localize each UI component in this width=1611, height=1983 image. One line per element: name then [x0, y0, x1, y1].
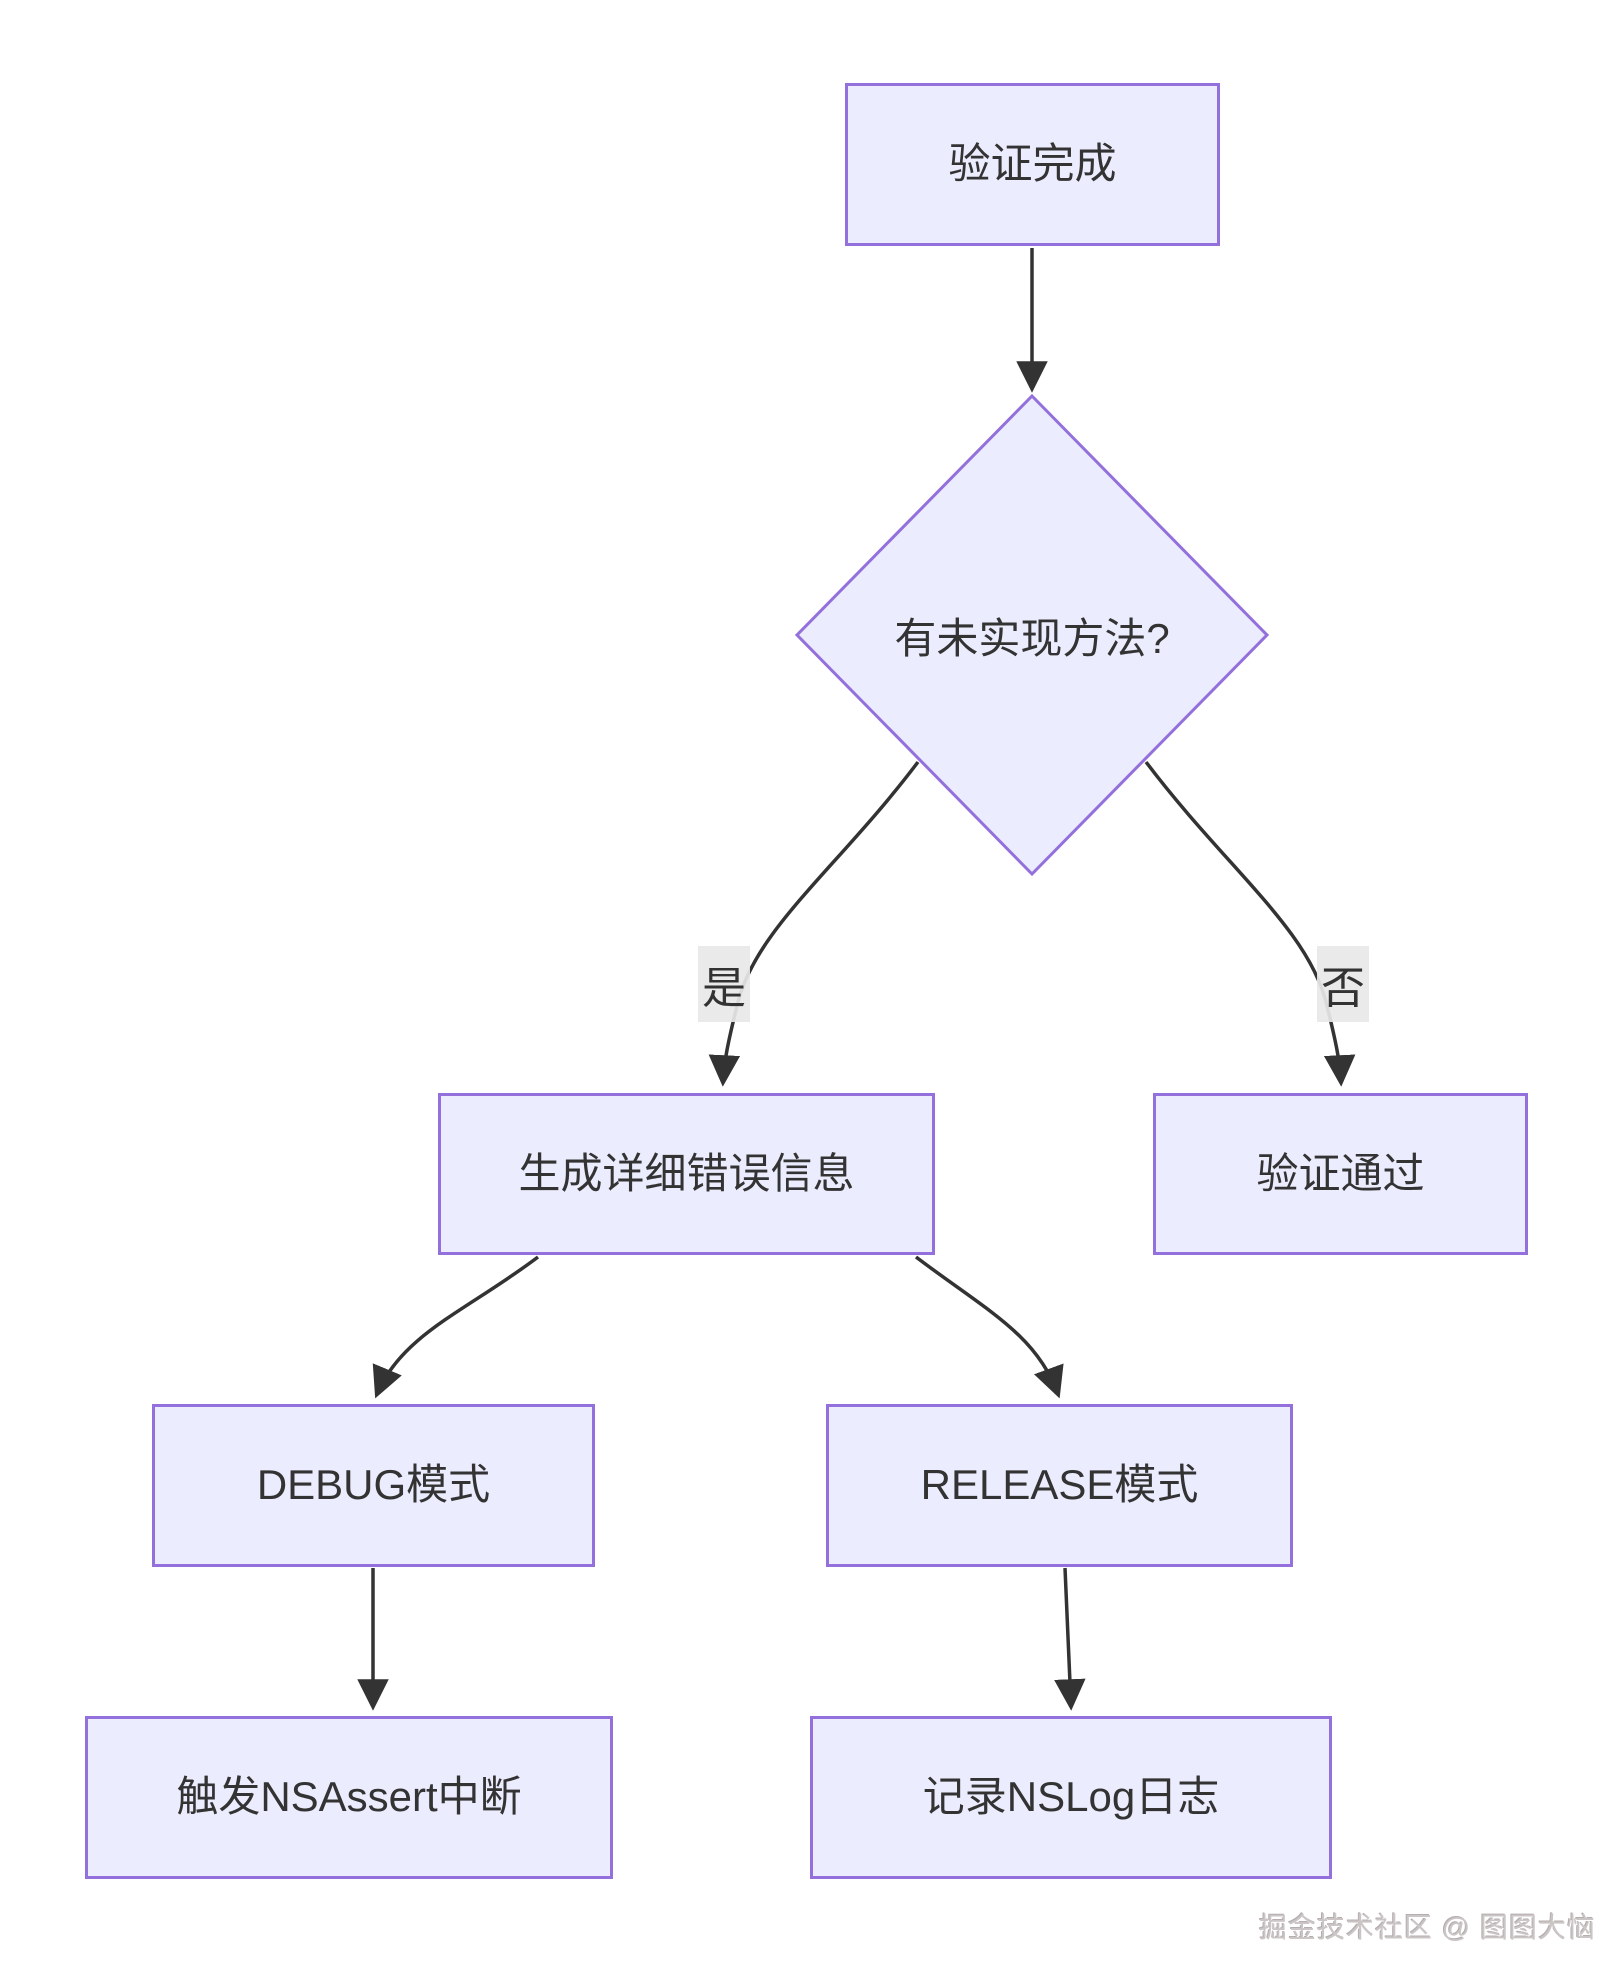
node-debug-mode: DEBUG模式 [152, 1404, 595, 1567]
edge-label-yes: 是 [698, 946, 750, 1022]
edge-label-no-text: 否 [1321, 964, 1365, 1013]
edge-label-yes-text: 是 [702, 964, 746, 1013]
edge-generate-error-to-debug [372, 1255, 540, 1399]
node-nsassert: 触发NSAssert中断 [85, 1716, 613, 1879]
node-nslog-label: 记录NSLog日志 [922, 1773, 1220, 1821]
node-decision: 有未实现方法? [832, 598, 1232, 672]
edge-decision-to-generate-error [708, 760, 920, 1087]
edge-generate-error-to-release [914, 1255, 1064, 1399]
node-start-label: 验证完成 [948, 140, 1117, 188]
node-release-mode: RELEASE模式 [826, 1404, 1293, 1567]
node-release-mode-label: RELEASE模式 [920, 1461, 1199, 1509]
node-decision-shape [794, 393, 1270, 877]
node-pass-label: 验证通过 [1256, 1149, 1425, 1197]
node-generate-error-label: 生成详细错误信息 [518, 1149, 855, 1197]
edge-release-to-nslog [1054, 1567, 1086, 1711]
node-nsassert-label: 触发NSAssert中断 [176, 1773, 522, 1821]
node-pass: 验证通过 [1153, 1093, 1528, 1255]
node-generate-error: 生成详细错误信息 [438, 1093, 935, 1255]
node-nslog: 记录NSLog日志 [810, 1716, 1332, 1879]
watermark: 掘金技术社区 @ 图图大恼 [1259, 1906, 1596, 1946]
watermark-text: 掘金技术社区 @ 图图大恼 [1259, 1912, 1596, 1943]
node-start: 验证完成 [845, 83, 1220, 246]
node-debug-mode-label: DEBUG模式 [256, 1461, 491, 1509]
edge-decision-to-pass [1144, 760, 1356, 1087]
node-decision-label: 有未实现方法? [894, 614, 1170, 662]
edge-label-no: 否 [1317, 946, 1369, 1022]
